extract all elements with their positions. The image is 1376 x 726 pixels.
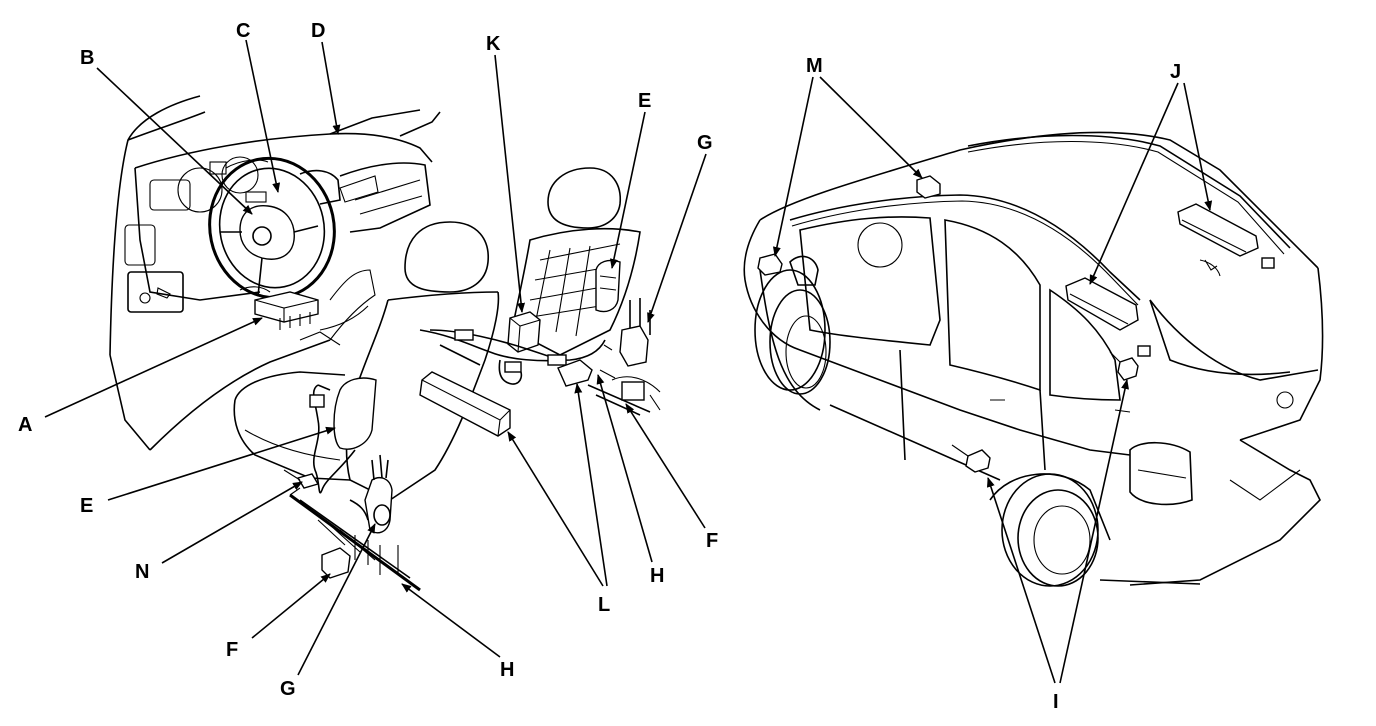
label-n: N xyxy=(135,561,149,583)
label-l: L xyxy=(598,594,610,616)
label-k: K xyxy=(486,33,501,55)
label-i: I xyxy=(1053,691,1059,713)
leader-l-1 xyxy=(507,431,604,587)
leader-j-2 xyxy=(1183,82,1213,211)
leader-k xyxy=(494,54,526,313)
callout-labels: A B C D E N F G H K E G F H L M J I xyxy=(18,20,1181,713)
label-m: M xyxy=(806,55,823,77)
label-j: J xyxy=(1170,61,1181,83)
leader-h-front xyxy=(401,583,501,658)
label-f-rear: F xyxy=(706,530,718,552)
label-h-rear: H xyxy=(650,565,664,587)
leader-f-front xyxy=(251,573,331,639)
leader-h-rear xyxy=(596,374,653,563)
leader-f-rear xyxy=(625,403,706,529)
leader-e-front xyxy=(107,426,336,501)
leader-lines xyxy=(44,39,1213,684)
leader-b xyxy=(96,67,253,215)
leader-i-1 xyxy=(986,477,1056,684)
vehicle-exterior-illustration xyxy=(743,131,1324,587)
leader-d xyxy=(321,41,341,135)
leader-e-rear xyxy=(609,111,646,269)
leader-g-rear xyxy=(647,153,707,323)
label-c: C xyxy=(236,20,250,42)
front-seat-illustration xyxy=(233,221,500,592)
leader-m-1 xyxy=(772,76,814,257)
leader-i-2 xyxy=(1059,379,1129,684)
label-h-front: H xyxy=(500,659,514,681)
rear-seat-illustration xyxy=(419,167,661,437)
label-b: B xyxy=(80,47,94,69)
label-a: A xyxy=(18,414,32,436)
label-d: D xyxy=(311,20,325,42)
leader-c xyxy=(245,39,281,193)
label-g-front: G xyxy=(280,678,296,700)
leader-a xyxy=(44,317,263,418)
leader-n xyxy=(161,481,303,564)
label-e-front: E xyxy=(80,495,93,517)
label-f-front: F xyxy=(226,639,238,661)
dashboard-illustration xyxy=(109,95,441,451)
leader-g-front xyxy=(297,523,376,676)
leader-m-2 xyxy=(819,76,923,179)
label-e-rear: E xyxy=(638,90,651,112)
leader-j-1 xyxy=(1089,82,1179,285)
leader-l-2 xyxy=(574,383,608,587)
label-g-rear: G xyxy=(697,132,713,154)
